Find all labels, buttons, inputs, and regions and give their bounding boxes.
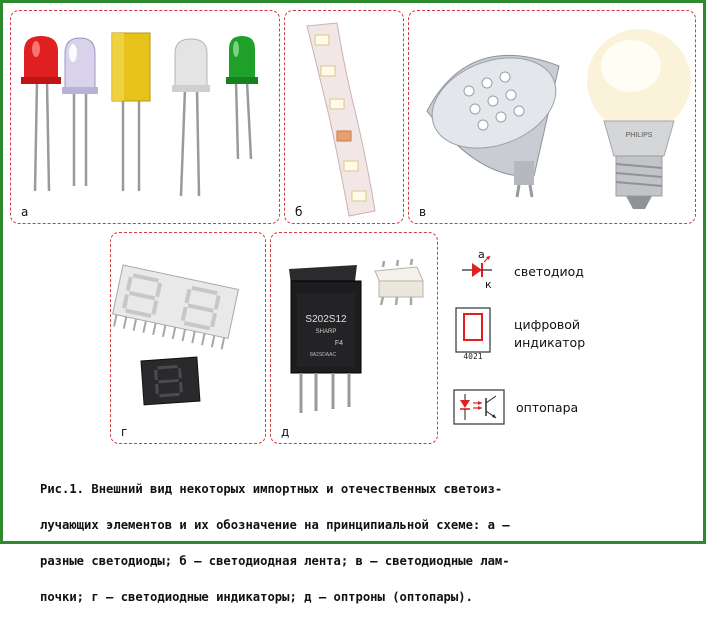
indicator-digits-text: 4021 bbox=[463, 352, 482, 361]
led-assortment-image bbox=[21, 32, 258, 197]
led-strip-image bbox=[306, 22, 376, 217]
led-bulb-lamp: PHILIPS bbox=[587, 29, 691, 209]
optocoupler-marking-1: S202S12 bbox=[305, 314, 347, 325]
digital-indicators-image bbox=[112, 264, 240, 406]
panel-g-label: г bbox=[121, 425, 128, 439]
lamp-brand-text: PHILIPS bbox=[626, 132, 653, 139]
optocoupler-legend-text: оптопара bbox=[516, 400, 579, 415]
digital-indicator-symbol: 4021 bbox=[455, 307, 491, 361]
led-legend-text: светодиод bbox=[514, 264, 584, 279]
panel-v: PHILIPS в bbox=[408, 10, 696, 224]
panel-b: б bbox=[284, 10, 404, 224]
caption-line-3: разные светодиоды; б – светодиодная лент… bbox=[40, 554, 510, 568]
panel-d: S202S12 SHARP F4 8A2SDAAC д bbox=[270, 232, 438, 444]
panel-a: а bbox=[10, 10, 280, 224]
optocouplers-image: S202S12 SHARP F4 8A2SDAAC bbox=[289, 258, 424, 413]
yellow-rectangular-led bbox=[111, 32, 151, 191]
clear-led bbox=[62, 37, 98, 186]
panel-v-label: в bbox=[419, 205, 427, 219]
mr16-led-lamp bbox=[426, 54, 560, 198]
caption-line-4: почки; г – светодиодные индикаторы; д – … bbox=[40, 590, 473, 604]
optocoupler-marking-4: 8A2SDAAC bbox=[310, 352, 337, 358]
red-led bbox=[21, 36, 61, 192]
led-symbol bbox=[462, 255, 492, 277]
white-led bbox=[172, 38, 210, 197]
optocoupler-marking-2: SHARP bbox=[316, 329, 337, 335]
green-led bbox=[226, 36, 258, 160]
single-digit-indicator bbox=[140, 356, 201, 406]
panel-g: г bbox=[110, 232, 266, 444]
indicator-legend-line1: цифровой bbox=[514, 317, 581, 332]
panel-b-label: б bbox=[295, 205, 303, 219]
sharp-ssr-optocoupler: S202S12 SHARP F4 8A2SDAAC bbox=[289, 265, 362, 413]
caption-line-1: Рис.1. Внешний вид некоторых импортных и… bbox=[40, 482, 503, 496]
led-cathode-label: к bbox=[485, 278, 492, 291]
caption-line-2: лучающих элементов и их обозначение на п… bbox=[40, 518, 510, 532]
indicator-legend-line2: индикатор bbox=[514, 335, 586, 350]
figure-caption: Рис.1. Внешний вид некоторых импортных и… bbox=[40, 462, 680, 624]
led-lamps-image: PHILIPS bbox=[426, 29, 691, 209]
optocoupler-marking-3: F4 bbox=[335, 340, 343, 347]
panel-d-label: д bbox=[281, 425, 290, 439]
led-anode-label: а bbox=[478, 248, 485, 261]
optocoupler-symbol bbox=[453, 389, 505, 425]
dip-optocoupler bbox=[374, 258, 424, 306]
panel-a-label: а bbox=[21, 205, 29, 219]
dual-digit-indicator bbox=[112, 264, 240, 350]
